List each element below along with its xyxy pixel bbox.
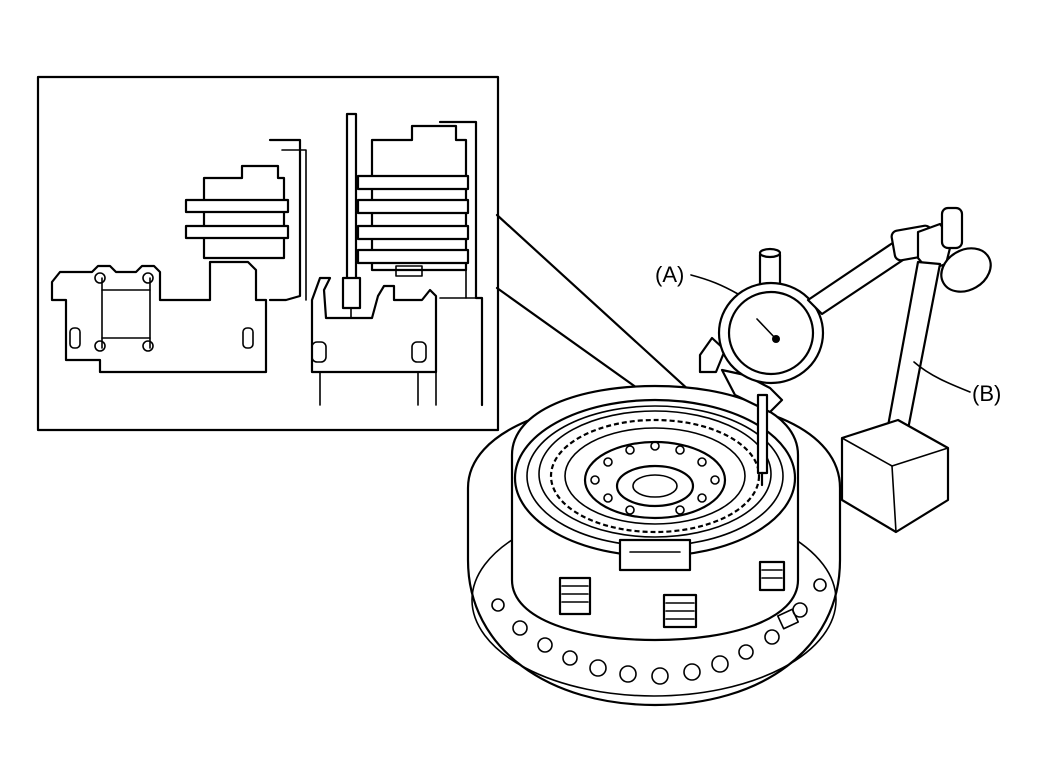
inset-left-clutch-pack — [184, 138, 307, 373]
magnetic-stand — [806, 206, 992, 534]
label-magnetic-base: (B) — [972, 381, 1001, 406]
callout-labels: (A) (B) — [655, 262, 1001, 406]
leader-magnetic-base — [913, 361, 971, 393]
hub-holes — [590, 441, 720, 515]
dial-indicator — [698, 247, 825, 487]
dial-pivot — [772, 335, 780, 343]
dial-plunger — [756, 393, 769, 475]
dial-needle — [756, 318, 777, 340]
magnetic-base-block — [840, 418, 950, 534]
clamp-knob — [940, 247, 992, 293]
label-dial-indicator: (A) — [655, 262, 684, 287]
inset-detail-view — [36, 75, 500, 432]
inset-right-clutch-pack — [356, 120, 484, 407]
inset-right-housing — [310, 276, 438, 406]
inset-left-housing — [50, 260, 268, 374]
leader-dial-indicator — [690, 274, 739, 295]
clutch-drum-assembly — [466, 384, 842, 707]
inset-frame — [36, 75, 500, 432]
return-springs — [558, 560, 786, 629]
flange-bolt-holes — [491, 578, 827, 685]
inset-indicator-probe — [341, 112, 362, 319]
front-notch — [618, 538, 692, 572]
